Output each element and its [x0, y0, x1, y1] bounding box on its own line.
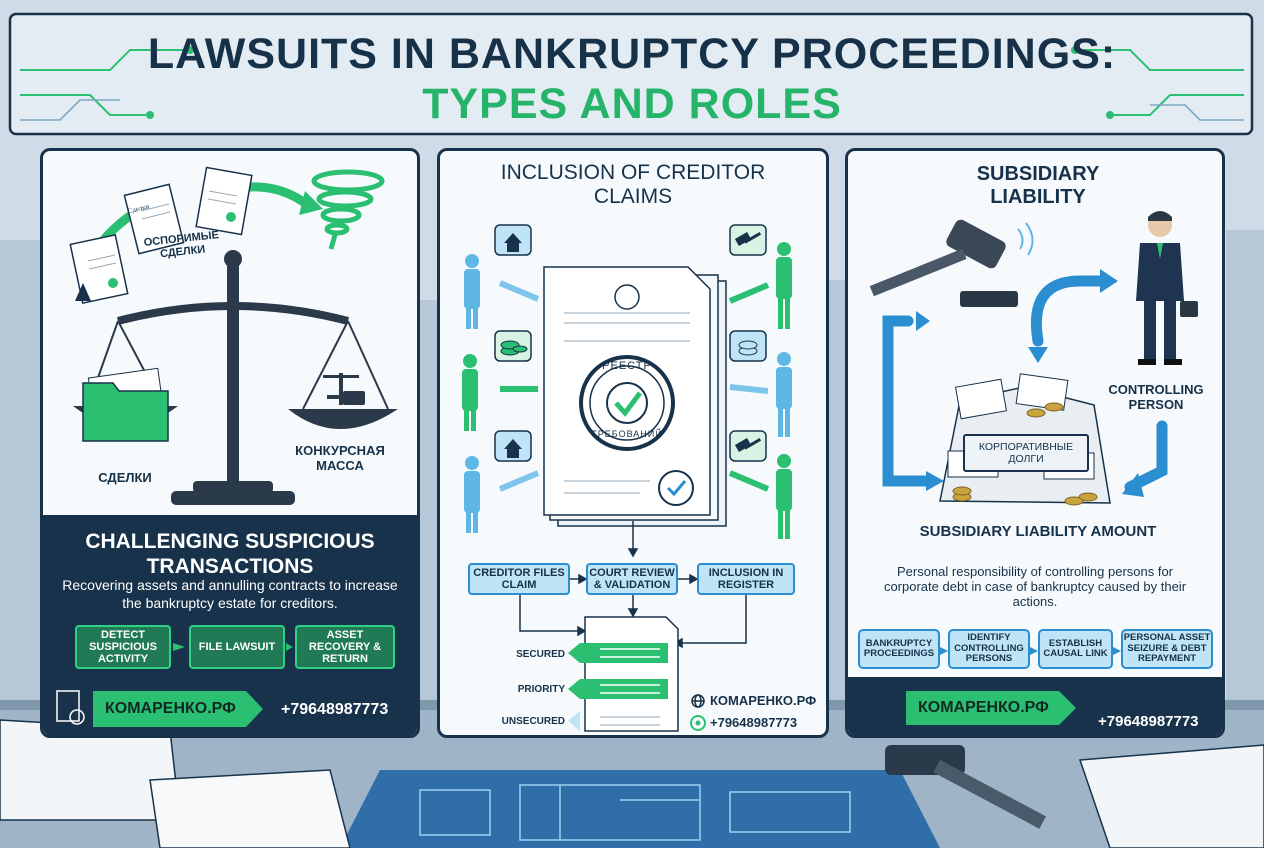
liability-illustration: [848, 211, 1222, 735]
p1-step-1: DETECT SUSPICIOUS ACTIVITY: [75, 625, 171, 669]
p3-step-1: BANKRUPTCY PROCEEDINGS: [858, 629, 940, 669]
p3-step-4: PERSONAL ASSET SEIZURE & DEBT REPAYMENT: [1121, 629, 1213, 669]
p1-step-2: FILE LAWSUIT: [189, 625, 285, 669]
stamp-bottom-text: ТРЕБОВАНИЙ: [591, 429, 663, 439]
person-icon: [462, 242, 792, 539]
gavel-icon-2: [734, 437, 762, 452]
panel-subsidiary-liability: SUBSIDIARY LIABILITY: [845, 148, 1225, 738]
p1-phone[interactable]: +79648987773: [281, 701, 389, 718]
main-title-line2: TYPES AND ROLES: [422, 80, 842, 128]
briefcase-icon: [1180, 301, 1198, 317]
gavel-icon: [734, 232, 762, 246]
panel3-heading: SUBSIDIARY LIABILITY: [976, 163, 1100, 208]
tier-unsecured: UNSECURED: [501, 716, 565, 727]
panel1-description: Recovering assets and annulling contract…: [62, 577, 398, 611]
p1-brand[interactable]: КОМАРЕНКО.РФ: [93, 691, 263, 727]
registry-illustration: [462, 224, 792, 732]
p2-phone[interactable]: +79648987773: [710, 715, 798, 730]
globe-icon: [691, 694, 705, 708]
debt-label: КОРПОРАТИВНЫЕ ДОЛГИ: [978, 441, 1074, 466]
folder-icon: [82, 367, 169, 442]
whatsapp-icon: [690, 715, 706, 731]
house-icon: [504, 233, 522, 252]
p1-step-3: ASSET RECOVERY & RETURN: [295, 625, 395, 669]
p2-brand[interactable]: КОМАРЕНКО.РФ: [710, 693, 817, 708]
document-flow-icon: [69, 166, 253, 305]
check-icon: [614, 391, 642, 417]
panel-suspicious-transactions: Сделки ОСПОРИМЫЕ СДЕЛКИ СДЕЛКИ: [40, 148, 420, 738]
p2-step-2: COURT REVIEW & VALIDATION: [586, 563, 678, 595]
panel-creditor-claims: INCLUSION OF CREDITOR CLAIMS: [437, 148, 829, 738]
p3-brand[interactable]: КОМАРЕНКО.РФ: [906, 691, 1076, 725]
panel1-heading: CHALLENGING SUSPICIOUS TRANSACTIONS: [85, 530, 375, 579]
tier-priority: PRIORITY: [517, 684, 565, 695]
amount-label: SUBSIDIARY LIABILITY AMOUNT: [919, 523, 1157, 540]
coins-icon: [939, 373, 1111, 506]
p2-step-1: CREDITOR FILES CLAIM: [468, 563, 570, 595]
panel3-description: Personal responsibility of controlling p…: [883, 564, 1187, 609]
scales-illustration: Сделки: [69, 166, 398, 505]
p3-phone[interactable]: +79648987773: [1098, 713, 1199, 730]
coins-icon: [500, 340, 528, 356]
right-pan-label: КОНКУРСНАЯ МАССА: [295, 443, 385, 473]
stamp-top-text: РЕЕСТР: [602, 360, 652, 372]
panel2-heading: INCLUSION OF CREDITOR CLAIMS: [500, 161, 766, 209]
seal-document-icon: [56, 690, 85, 725]
tornado-icon: [311, 169, 385, 250]
left-pan-label: СДЕЛКИ: [98, 470, 152, 485]
businessman-icon: [1136, 211, 1184, 365]
person-label: CONTROLLING PERSON: [1108, 382, 1204, 412]
p3-step-3: ESTABLISH CAUSAL LINK: [1038, 629, 1113, 669]
house-icon-2: [504, 439, 522, 458]
main-title-line1: LAWSUITS IN BANKRUPTCY PROCEEDINGS:: [147, 30, 1117, 78]
p1-step-arrows: [56, 643, 293, 725]
p2-step-3: INCLUSION IN REGISTER: [697, 563, 795, 595]
tier-secured: SECURED: [516, 649, 565, 660]
coins-icon-2: [738, 340, 758, 356]
gavel-icon: [869, 219, 1018, 307]
p3-step-2: IDENTIFY CONTROLLING PERSONS: [948, 629, 1030, 669]
